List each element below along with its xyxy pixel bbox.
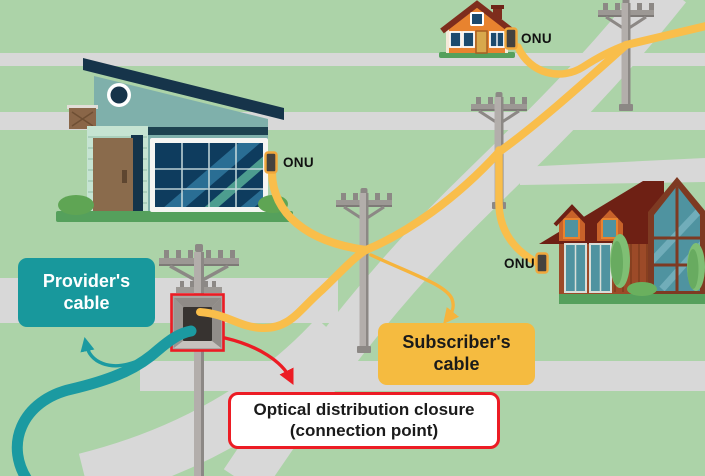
onu-devices bbox=[264, 27, 549, 274]
window bbox=[449, 31, 462, 48]
onu-label-left-house: ONU bbox=[283, 155, 314, 170]
subscriber-cable-callout-line1: Subscriber's bbox=[402, 332, 511, 353]
closure-callout: Optical distribution closure (connection… bbox=[228, 392, 500, 449]
subscriber-cable-exit-right bbox=[622, 22, 705, 49]
house-left-modern bbox=[56, 58, 293, 222]
subscriber-cable-callout-line2: cable bbox=[433, 354, 480, 374]
subscriber-cable-callout: Subscriber's cable bbox=[378, 323, 535, 385]
provider-cable-callout: Provider's cable bbox=[18, 258, 155, 327]
round-window bbox=[110, 86, 128, 104]
subscriber-cable-span-upper bbox=[495, 41, 630, 156]
utility-pole-top-right bbox=[598, 0, 654, 111]
provider-arrow bbox=[80, 337, 137, 368]
window bbox=[462, 31, 475, 48]
closure-callout-line2: (connection point) bbox=[289, 420, 439, 440]
onu-label-right-house: ONU bbox=[504, 256, 535, 271]
door bbox=[475, 30, 488, 54]
onu-device-icon bbox=[535, 252, 549, 274]
subscriber-cable-top-house bbox=[514, 41, 630, 78]
onu-device-icon bbox=[264, 151, 278, 174]
closure-callout-line1: Optical distribution closure bbox=[253, 399, 475, 419]
subscriber-arrow bbox=[369, 253, 459, 325]
utility-pole-center bbox=[336, 188, 392, 353]
provider-cable-callout-line1: Provider's bbox=[42, 270, 131, 291]
gable-roof bbox=[440, 0, 514, 34]
bush bbox=[627, 282, 657, 296]
cables bbox=[11, 22, 705, 476]
subscriber-cable-left-house bbox=[268, 169, 370, 254]
utility-pole-closure bbox=[159, 244, 239, 476]
road-right-spur bbox=[520, 158, 705, 185]
subscriber-cable-span-center bbox=[362, 148, 503, 254]
house-top-right bbox=[439, 0, 515, 58]
attic-window bbox=[470, 12, 484, 26]
provider-cable-callout-line2: cable bbox=[63, 292, 110, 313]
dormer-window bbox=[601, 218, 618, 239]
dormer-window bbox=[563, 218, 580, 239]
provider-fiber-cable bbox=[11, 325, 197, 476]
onu-label-top-house: ONU bbox=[521, 31, 552, 46]
onu-device-icon bbox=[504, 27, 518, 50]
callout-arrows bbox=[80, 253, 459, 385]
optical-distribution-closure bbox=[170, 293, 225, 352]
bush bbox=[58, 195, 94, 215]
chimney bbox=[493, 7, 502, 19]
house-right-brown bbox=[539, 177, 705, 304]
subscriber-cable-closure-to-pole bbox=[196, 246, 370, 333]
slanted-roof bbox=[83, 58, 284, 120]
closure-arrow bbox=[223, 336, 294, 385]
subscriber-cable-right-house bbox=[495, 146, 544, 268]
